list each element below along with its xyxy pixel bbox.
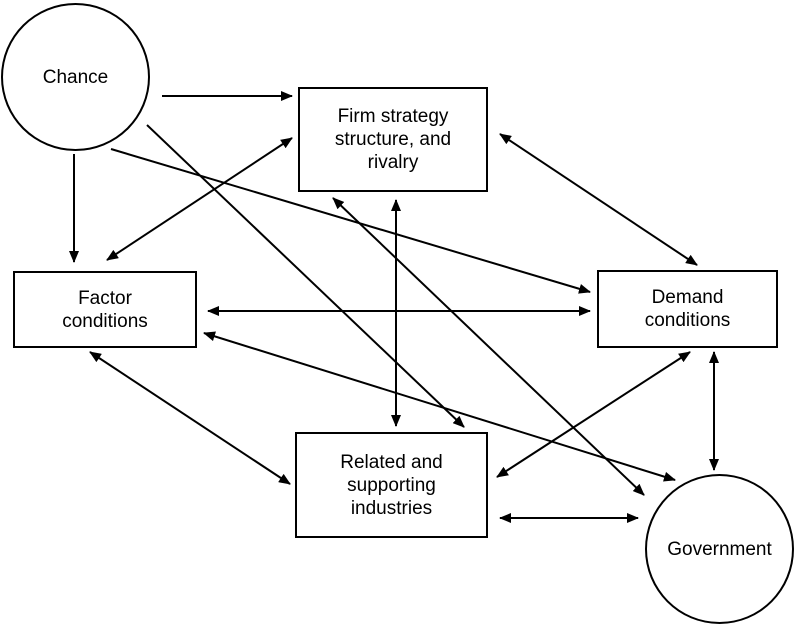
related-industries-label-line-1: Related and [340, 451, 443, 473]
chance-node: Chance [1, 3, 150, 151]
related-industries-label-line-3: industries [350, 497, 433, 519]
factor-conditions-label-line-1: Factor [78, 287, 132, 309]
arrow-firm-strategy-to-demand-conditions [499, 133, 698, 266]
demand-conditions-label-line-1: Demand [651, 287, 724, 308]
factor-conditions-node: Factor conditions [13, 271, 197, 348]
firm-strategy-node: Firm strategy structure, and rivalry [298, 87, 488, 192]
government-node: Government [645, 474, 794, 624]
firm-strategy-label-line-1: Firm strategy [337, 106, 449, 127]
arrow-factor-conditions-to-related-industries [89, 351, 291, 485]
chance-label: Chance [42, 66, 109, 88]
factor-conditions-label-line-2: conditions [62, 310, 148, 332]
related-industries-node: Related and supporting industries [295, 432, 488, 538]
demand-conditions-label-line-2: conditions [644, 310, 731, 331]
government-label: Government [667, 538, 772, 560]
related-industries-label-line-2: supporting [347, 474, 436, 496]
firm-strategy-label-line-3: rivalry [367, 152, 419, 173]
demand-conditions-node: Demand conditions [597, 270, 778, 348]
firm-strategy-label-line-2: structure, and [334, 129, 452, 150]
arrow-demand-conditions-to-related-industries [496, 351, 691, 478]
arrow-firm-strategy-to-factor-conditions [106, 137, 293, 261]
